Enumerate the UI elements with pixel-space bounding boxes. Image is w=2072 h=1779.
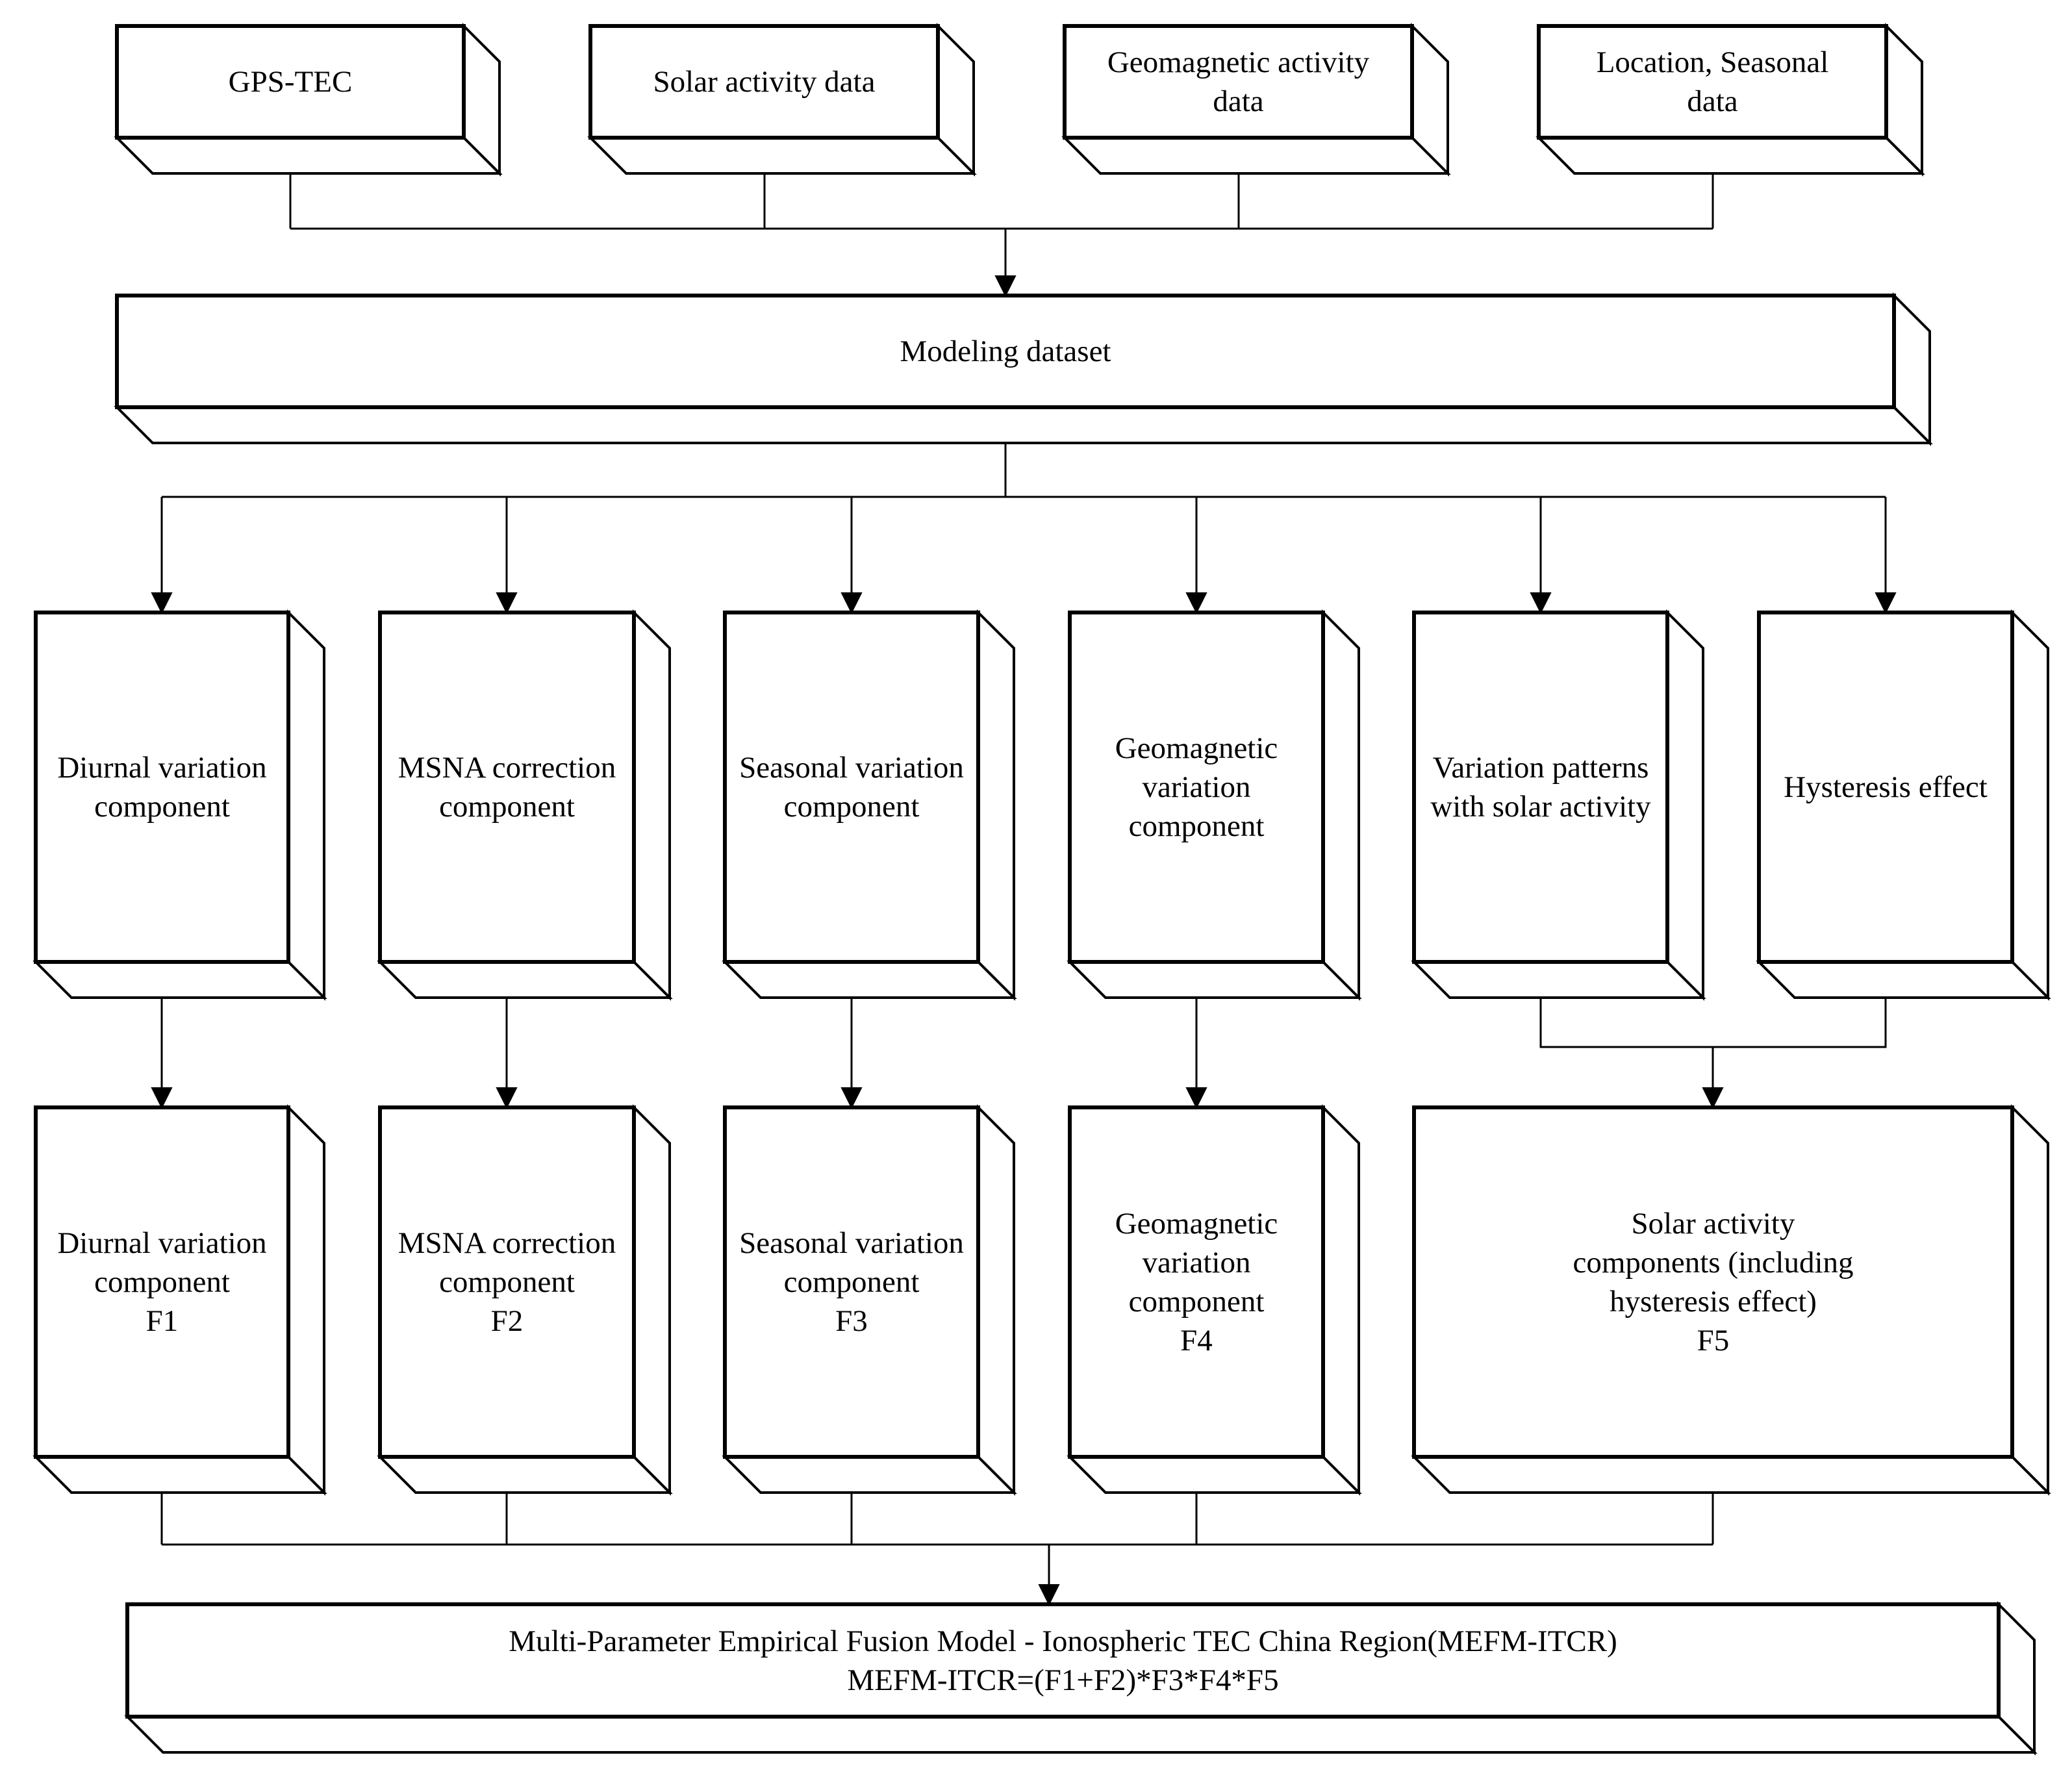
f2-msna-box: [377, 1104, 673, 1496]
f2-msna-label: MSNA correction component F2: [398, 1226, 616, 1338]
msna-correction-label: MSNA correction component: [398, 751, 616, 824]
final-model-box: [124, 1601, 2038, 1756]
geomagnetic-activity-data-label: Geomagnetic activity data: [1107, 45, 1370, 118]
arrow-to-component-2: [496, 497, 518, 614]
f3-seasonal-box: [722, 1104, 1017, 1496]
gps-tec-label: GPS-TEC: [228, 65, 353, 99]
seasonal-variation-label: Seasonal variation component: [739, 751, 964, 824]
final-model-label: Multi-Parameter Empirical Fusion Model -…: [509, 1624, 1617, 1697]
f5-solar-activity-label: Solar activity components (including hys…: [1573, 1207, 1854, 1357]
f5-solar-activity-box: [1411, 1104, 2051, 1496]
location-seasonal-data-label: Location, Seasonal data: [1596, 45, 1829, 118]
modeling-dataset-label: Modeling dataset: [900, 334, 1111, 368]
geomagnetic-variation-label: Geomagnetic variation component: [1115, 731, 1278, 843]
solar-activity-data-label: Solar activity data: [653, 65, 876, 99]
modeling-dataset-box: [114, 292, 1933, 446]
location-seasonal-data-box: [1535, 23, 1925, 177]
msna-correction-box: [377, 609, 673, 1001]
solar-activity-data-box: [587, 23, 977, 177]
gps-tec-box: [114, 23, 503, 177]
seasonal-variation-box: [722, 609, 1017, 1001]
diurnal-variation-box: [32, 609, 327, 1001]
arrow-to-final-model: [1038, 1545, 1060, 1606]
geomagnetic-variation-box: [1067, 609, 1362, 1001]
arrow-to-f1: [151, 998, 173, 1109]
arrow-to-f3: [840, 998, 863, 1109]
boxes: [32, 23, 2051, 1756]
hysteresis-effect-box: [1756, 609, 2051, 1001]
arrow-to-f4: [1185, 998, 1207, 1109]
f1-diurnal-label: Diurnal variation component F1: [57, 1226, 267, 1338]
connectors: [151, 173, 1897, 1606]
f4-geomagnetic-box: [1067, 1104, 1362, 1496]
arrow-to-f2: [496, 998, 518, 1109]
arrow-to-component-6: [1875, 497, 1897, 614]
f1-diurnal-box: [32, 1104, 327, 1496]
arrow-to-f5: [1702, 1047, 1724, 1109]
arrow-to-component-1: [151, 497, 173, 614]
diurnal-variation-label: Diurnal variation component: [57, 751, 267, 824]
solar-variation-patterns-box: [1411, 609, 1706, 1001]
geomagnetic-activity-data-box: [1061, 23, 1451, 177]
arrow-to-modeling-dataset: [994, 229, 1017, 297]
f3-seasonal-label: Seasonal variation component F3: [739, 1226, 964, 1338]
arrow-to-component-4: [1185, 497, 1207, 614]
hysteresis-effect-label: Hysteresis effect: [1784, 770, 1988, 804]
arrow-to-component-3: [840, 497, 863, 614]
f4-geomagnetic-label: Geomagnetic variation component F4: [1115, 1207, 1278, 1357]
f5-merge: [1539, 998, 1887, 1048]
solar-variation-patterns-label: Variation patterns with solar activity: [1430, 751, 1651, 824]
arrow-to-component-5: [1530, 497, 1552, 614]
